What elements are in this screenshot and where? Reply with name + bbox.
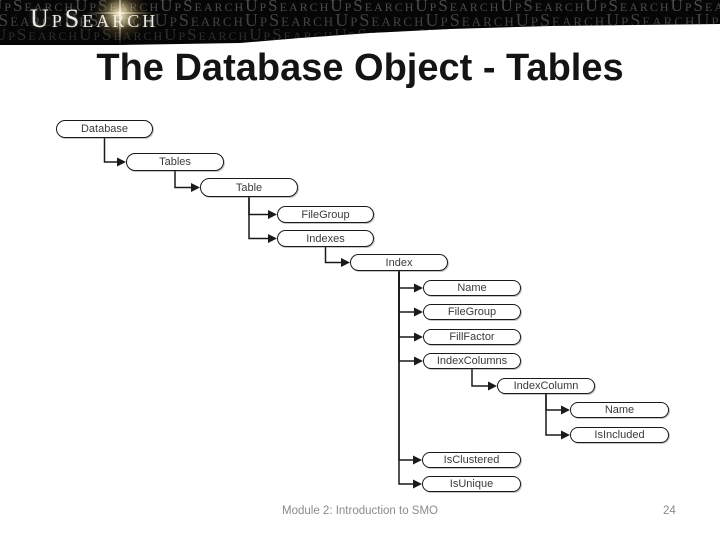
page-number: 24 <box>663 505 676 517</box>
banner-pattern-text: UpSearchUpSearchUpSearchUpSearchUpSearch… <box>0 10 720 30</box>
arrowhead-icon <box>561 430 570 440</box>
diagram-node-name2: Name <box>570 402 669 418</box>
diagram-node-isclustered: IsClustered <box>422 452 521 468</box>
diagram-node-fillfactor: FillFactor <box>423 329 521 345</box>
header-banner: UpSearchUpSearchUpSearchUpSearchUpSearch… <box>0 0 720 45</box>
diagram-node-filegroup2: FileGroup <box>423 304 521 320</box>
arrowhead-icon <box>561 405 570 415</box>
arrowhead-icon <box>191 183 200 192</box>
diagram-node-database: Database <box>56 120 153 138</box>
diagram-node-index: Index <box>350 254 448 271</box>
arrowhead-icon <box>414 356 423 366</box>
arrowhead-icon <box>117 157 126 167</box>
arrowhead-icon <box>414 283 423 293</box>
arrowhead-icon <box>414 332 423 342</box>
diagram-node-table: Table <box>200 178 298 197</box>
slide-title: The Database Object - Tables <box>96 47 624 89</box>
diagram-node-isincluded: IsIncluded <box>570 427 669 443</box>
footer-text: Module 2: Introduction to SMO <box>282 505 438 517</box>
arrowhead-icon <box>341 258 350 267</box>
arrowhead-icon <box>268 234 277 243</box>
arrowhead-icon <box>488 381 497 391</box>
arrowhead-icon <box>268 210 277 219</box>
banner-pattern-text: UpSearchUpSearchUpSearchUpSearchUpSearch… <box>0 0 720 15</box>
arrowhead-icon <box>413 455 422 465</box>
upsearch-logo: UpSearch <box>30 4 159 33</box>
arrowhead-icon <box>413 479 422 489</box>
diagram-node-name1: Name <box>423 280 521 296</box>
starburst-flare-icon <box>86 0 154 45</box>
diagram-node-isunique: IsUnique <box>422 476 521 492</box>
arrowhead-icon <box>414 307 423 317</box>
diagram-node-indexcolumn: IndexColumn <box>497 378 595 394</box>
diagram-node-indexcolumns: IndexColumns <box>423 353 521 369</box>
diagram-node-tables: Tables <box>126 153 224 171</box>
diagram-node-indexes: Indexes <box>277 230 374 247</box>
diagram-node-filegroup1: FileGroup <box>277 206 374 223</box>
